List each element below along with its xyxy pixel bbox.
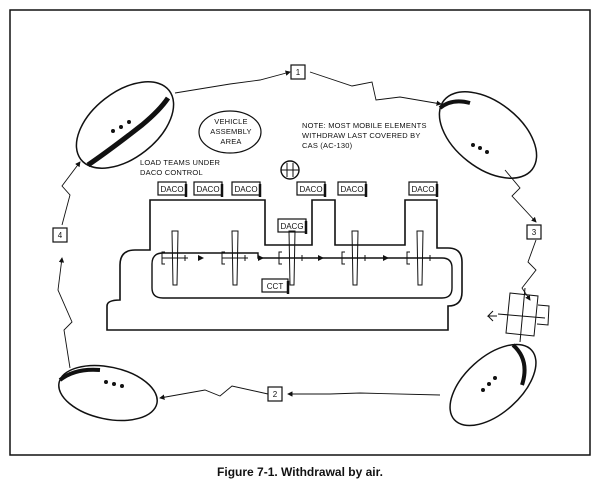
svg-text:1: 1 <box>296 68 301 77</box>
cct-station: CCT <box>261 278 290 294</box>
daco-station-6: DACO <box>408 181 439 197</box>
taxi-direction-arrows <box>198 255 389 261</box>
route-tl-to-1 <box>174 70 291 94</box>
svg-text:DACO: DACO <box>340 185 363 194</box>
perimeter-oval-top-left <box>75 81 175 169</box>
checkpoint-4: 4 <box>52 227 68 243</box>
checkpoint-2: 2 <box>267 386 283 402</box>
airfield <box>106 199 463 331</box>
route-bl-to-4 <box>57 257 73 369</box>
route-4-to-tl <box>61 161 81 226</box>
airfield-outer-outline <box>106 199 463 331</box>
svg-text:3: 3 <box>532 228 537 237</box>
dacg-station: DACG <box>277 218 308 234</box>
aircraft-3 <box>278 230 305 286</box>
daco-station-1: DACO <box>157 181 188 197</box>
svg-text:DACO: DACO <box>160 185 183 194</box>
svg-text:4: 4 <box>58 231 63 240</box>
perimeter-oval-bottom-left <box>58 364 158 422</box>
figure-caption: Figure 7-1. Withdrawal by air. <box>217 465 383 479</box>
checkpoint-1: 1 <box>290 64 306 80</box>
load-teams-line-2: DACO CONTROL <box>140 168 203 177</box>
daco-station-2: DACO <box>193 181 224 197</box>
route-br-to-2 <box>287 391 441 397</box>
daco-station-4: DACO <box>296 181 327 197</box>
vehicle-area-line-3: AREA <box>220 137 241 146</box>
svg-text:DACO: DACO <box>299 185 322 194</box>
perimeter-oval-bottom-right <box>449 343 537 427</box>
note-line-2: WITHDRAW LAST COVERED BY <box>302 131 421 140</box>
route-1-to-tr <box>309 71 442 106</box>
daco-station-3: DACO <box>231 181 262 197</box>
route-lines <box>57 70 537 400</box>
airfield-taxiway-loop <box>151 252 453 299</box>
vehicle-assembly-area: VEHICLE ASSEMBLY AREA <box>198 110 262 154</box>
svg-text:DACO: DACO <box>411 185 434 194</box>
aircraft-4 <box>341 230 368 286</box>
route-tr-to-3 <box>504 169 537 223</box>
outer-frame <box>9 9 591 456</box>
perimeter-oval-top-right <box>438 91 538 179</box>
aircraft-1 <box>161 230 188 286</box>
aircraft-5 <box>406 230 433 286</box>
svg-text:2: 2 <box>273 390 278 399</box>
checkpoint-3: 3 <box>526 224 542 240</box>
route-2-to-bl <box>159 385 269 400</box>
route-3-to-br <box>521 239 537 301</box>
daco-station-5: DACO <box>337 181 368 197</box>
load-teams-label: LOAD TEAMS UNDER DACO CONTROL <box>140 158 221 177</box>
svg-text:DACO: DACO <box>196 185 219 194</box>
svg-text:CCT: CCT <box>267 282 284 291</box>
svg-text:DACG: DACG <box>280 222 303 231</box>
control-point-icon <box>280 160 300 180</box>
note-line-3: CAS (AC-130) <box>302 141 353 150</box>
aircraft-2 <box>221 230 248 286</box>
svg-text:DACO: DACO <box>234 185 257 194</box>
vehicle-area-line-1: VEHICLE <box>214 117 248 126</box>
note: NOTE: MOST MOBILE ELEMENTS WITHDRAW LAST… <box>302 121 427 150</box>
note-line-1: NOTE: MOST MOBILE ELEMENTS <box>302 121 427 130</box>
departing-aircraft <box>486 287 550 343</box>
vehicle-area-line-2: ASSEMBLY <box>210 127 251 136</box>
load-teams-line-1: LOAD TEAMS UNDER <box>140 158 221 167</box>
